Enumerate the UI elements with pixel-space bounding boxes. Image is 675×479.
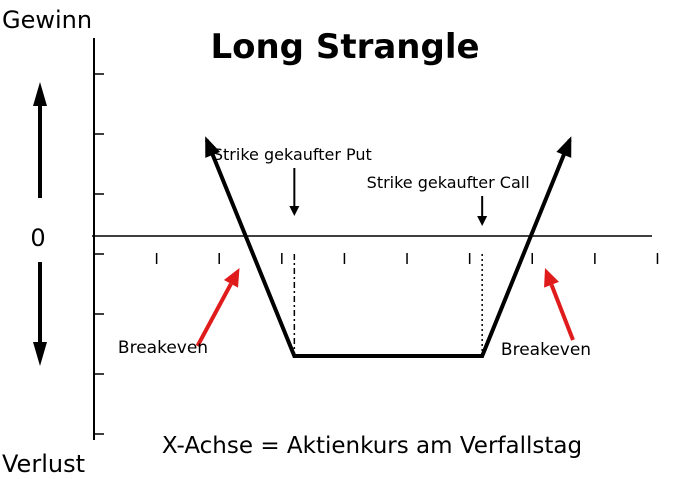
gewinn-arrow [33,82,47,198]
chart-title: Long Strangle [210,27,479,67]
y-axis-ticks [94,73,104,435]
breakeven-left-arrow [195,268,240,347]
breakeven-right-arrow [544,268,575,341]
payoff-line [204,139,572,358]
verlust-arrow [33,262,47,366]
y-label-gewinn: Gewinn [2,6,92,34]
breakeven-right-label: Breakeven [501,340,591,360]
x-axis-label: X-Achse = Aktienkurs am Verfallstag [162,433,582,459]
breakeven-left-label: Breakeven [118,338,208,358]
y-label-verlust: Verlust [2,450,85,478]
put-strike-arrow [289,168,300,216]
call-strike-arrow [477,196,488,226]
payoff-arrowhead-left [205,136,221,158]
call-strike-label: Strike gekaufter Call [367,173,530,192]
zero-label: 0 [30,224,45,252]
payoff-arrowhead-right [556,136,572,158]
x-axis-ticks [155,253,659,264]
put-strike-label: Strike gekaufter Put [213,145,372,164]
